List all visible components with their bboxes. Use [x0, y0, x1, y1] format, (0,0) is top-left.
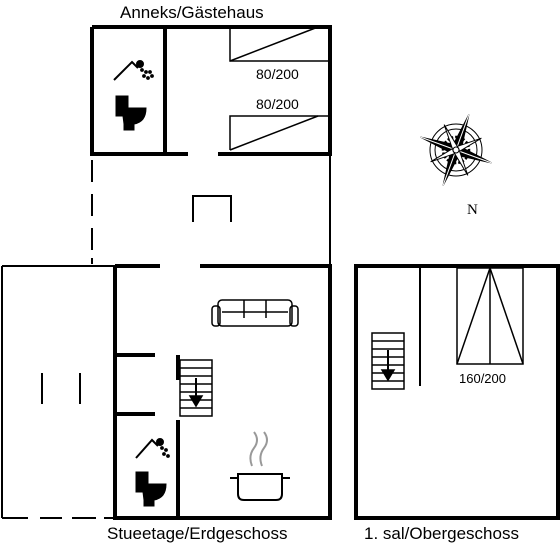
- annex-title: Anneks/Gästehaus: [120, 3, 264, 22]
- compass-north-label: N: [467, 202, 478, 218]
- upper-bed-size: 160/200: [459, 371, 506, 386]
- stove-outline: [192, 195, 232, 222]
- carport-outline: [1, 265, 115, 519]
- annex-walls: [90, 25, 332, 156]
- shower-icon: [113, 60, 154, 81]
- ground-stairs: [179, 359, 213, 417]
- annex-bed-2: [229, 115, 330, 151]
- toilet-icon: [135, 471, 167, 507]
- annex-bed-2-size: 80/200: [256, 96, 299, 112]
- ground-internal-walls: [115, 353, 180, 518]
- toilet-icon: [115, 95, 147, 131]
- upper-stairs: [371, 332, 405, 390]
- annex-bed-1-size: 80/200: [256, 66, 299, 82]
- sofa-icon: [211, 299, 299, 327]
- upper-floor-title: 1. sal/Obergeschoss: [364, 524, 519, 543]
- shower-icon: [135, 438, 170, 459]
- upper-bed: [456, 267, 524, 365]
- annex-bed-1: [229, 26, 330, 62]
- cooking-pot-icon: [230, 431, 290, 501]
- compass-rose-icon: [420, 114, 492, 186]
- upper-floor-walls: [354, 264, 560, 520]
- ground-floor-walls: [113, 264, 332, 520]
- ground-floor-title: Stueetage/Erdgeschoss: [107, 524, 288, 543]
